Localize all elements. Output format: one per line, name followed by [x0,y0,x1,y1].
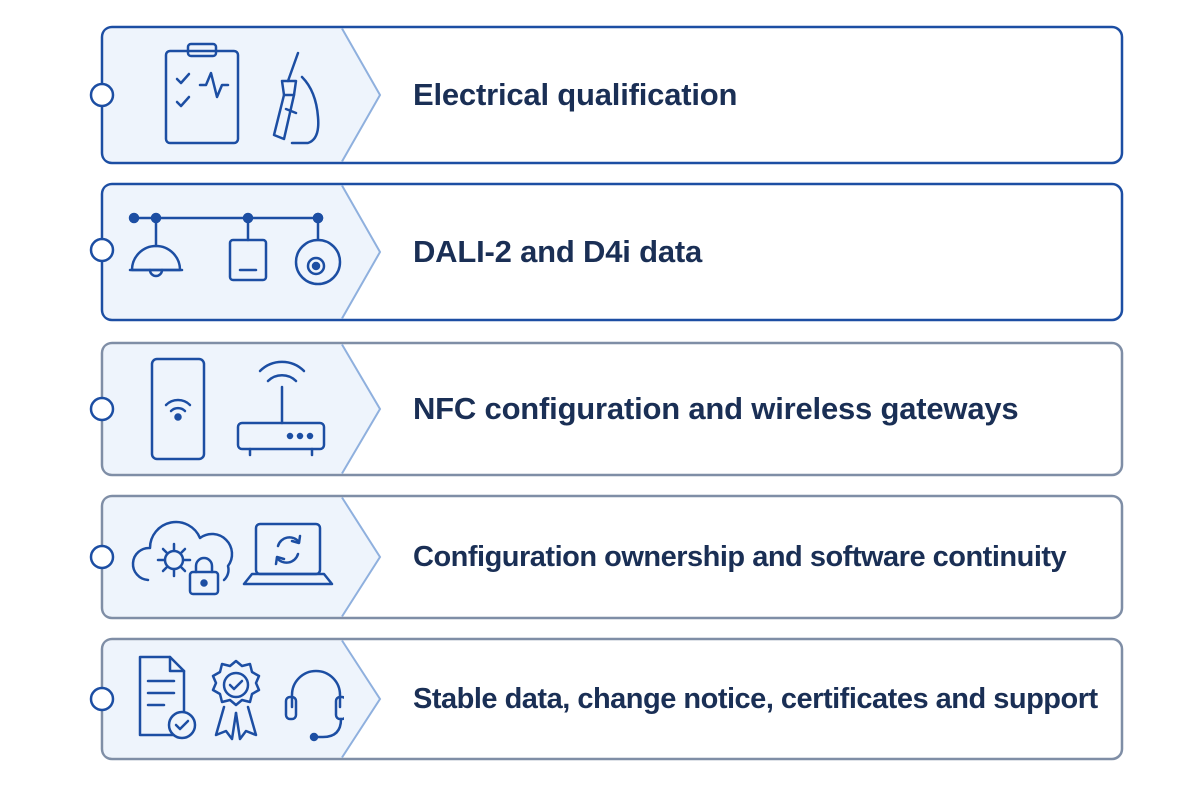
feature-row-nfc: NFC configuration and wireless gateways [86,341,1126,477]
feature-row-electrical: Electrical qualification [86,25,1126,165]
feature-label: Configuration ownership and software con… [413,541,1067,573]
certificate-badge-icon [211,659,261,741]
row-icons [108,341,344,477]
row-frame [89,341,1124,477]
row-frame [89,25,1124,165]
row-frame [89,494,1124,620]
ceiling-lamp-icon [128,212,184,278]
smartphone-nfc-icon [150,357,206,461]
row-icons [108,637,348,761]
headset-icon [284,669,348,742]
clipboard-checklist-icon [164,42,240,145]
row-icons [108,182,344,322]
sensor-icon [294,212,342,286]
feature-label: NFC configuration and wireless gateways [413,391,1019,426]
feature-label: DALI-2 and D4i data [413,234,703,269]
soldering-iron-icon [272,51,320,145]
feature-row-configuration: Configuration ownership and software con… [86,494,1126,620]
feature-label: Stable data, change notice, certificates… [413,683,1098,715]
control-module-icon [228,212,268,282]
feature-label: Electrical qualification [413,77,738,112]
laptop-sync-icon [242,522,334,586]
feature-row-dali: DALI-2 and D4i data [86,182,1126,322]
cloud-gear-lock-icon [131,520,234,596]
document-check-icon [138,655,197,740]
wireless-router-icon [236,360,326,457]
row-icons [108,25,344,165]
row-icons [108,494,344,620]
feature-row-support: Stable data, change notice, certificates… [86,637,1126,761]
